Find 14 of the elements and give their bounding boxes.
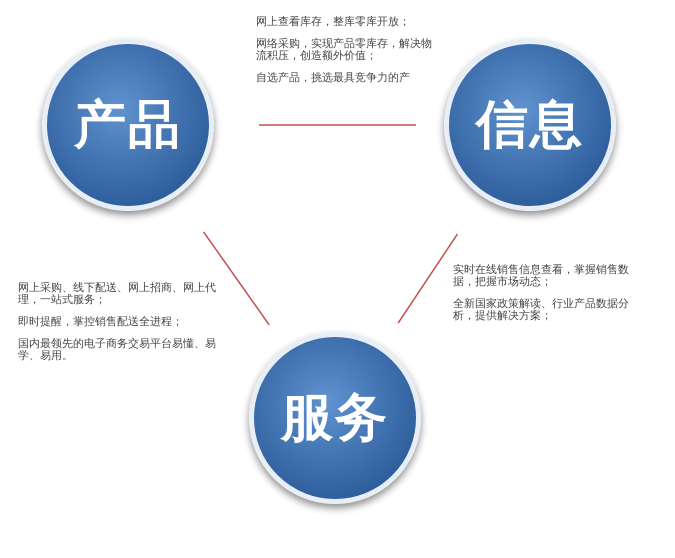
description-text: 即时提醒，掌控销售配送全进程；: [18, 316, 184, 328]
description-text: 国内最领先的电子商务交易平台易懂、易学、易用。: [18, 338, 217, 362]
node-title: 产品: [74, 99, 182, 151]
node-title: 服务: [281, 392, 389, 444]
description-text: 网络采购，实现产品零库存，解决物流积压，创造额外价值；: [256, 38, 433, 62]
description-text: 实时在线销售信息查看，掌握销售数据，把握市场动态；: [453, 264, 630, 288]
node-title: 信息: [476, 99, 584, 151]
description-text: 网上查看库存，整库零库开放；: [256, 16, 411, 28]
connector-line: [202, 232, 270, 326]
connector-line: [259, 124, 416, 126]
description-text: 全新国家政策解读、行业产品数据分析，提供解决方案；: [453, 298, 630, 322]
description-text: 自选产品，挑选最具竞争力的产: [256, 72, 411, 84]
connector-line: [398, 234, 458, 324]
description-text: 网上采购、线下配送、网上招商、网上代理，一站式服务；: [18, 282, 217, 306]
